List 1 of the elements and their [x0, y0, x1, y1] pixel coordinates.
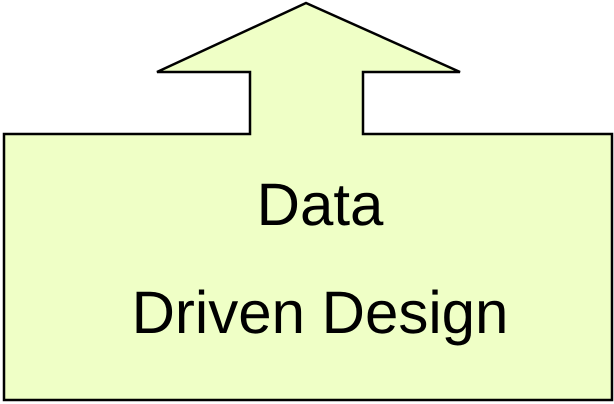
box-label: Data Driven Design: [130, 170, 510, 348]
